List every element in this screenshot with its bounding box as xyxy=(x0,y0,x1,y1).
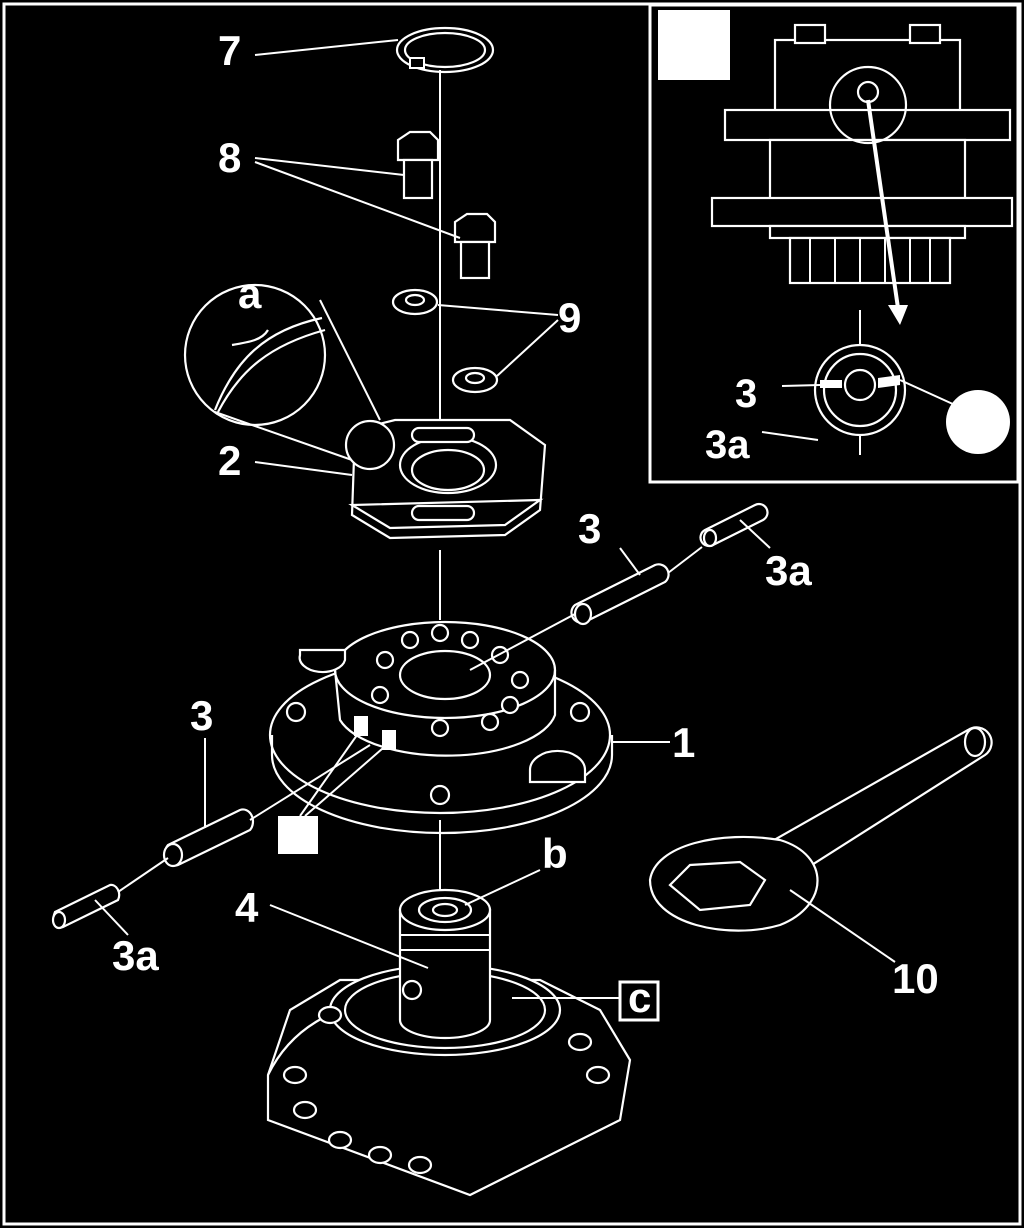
label-part-3a-left: 3a xyxy=(112,932,159,979)
label-inset-3: 3 xyxy=(735,372,757,416)
flange-holes xyxy=(285,623,591,806)
label-part-4: 4 xyxy=(235,884,259,931)
washer-lower xyxy=(451,366,499,394)
label-part-9: 9 xyxy=(558,294,581,341)
inset-pin-detail xyxy=(761,310,956,455)
inset-circle-marker xyxy=(946,390,1010,454)
detail-magnifier-a xyxy=(183,283,381,461)
inset-square-marker xyxy=(658,10,730,80)
pin-3a-right xyxy=(469,502,771,671)
label-part-8: 8 xyxy=(218,134,241,181)
label-part-1: 1 xyxy=(672,719,695,766)
snap-ring xyxy=(395,26,495,74)
bolt-lower xyxy=(453,212,497,280)
bolt-upper xyxy=(396,130,440,200)
label-part-7: 7 xyxy=(218,27,241,74)
inset-arrow xyxy=(866,99,908,325)
hex-nut-plate xyxy=(344,418,547,540)
label-part-3-right: 3 xyxy=(578,505,601,552)
housing-bolt-holes xyxy=(282,1005,611,1175)
pin-3a-left xyxy=(51,744,371,936)
label-part-3-left: 3 xyxy=(190,692,213,739)
label-detail-c: c xyxy=(628,974,651,1021)
label-detail-b: b xyxy=(542,830,568,877)
label-inset-3a: 3a xyxy=(705,423,750,467)
box-c xyxy=(618,980,660,1022)
pin-3-left xyxy=(162,738,255,868)
inset-panel xyxy=(648,3,1020,484)
label-part-2: 2 xyxy=(218,437,241,484)
label-part-3a-right: 3a xyxy=(765,547,812,594)
shaft-housing xyxy=(266,869,632,1197)
inset-motor-body xyxy=(710,23,1014,285)
square-marker-main xyxy=(278,727,391,854)
washer-upper xyxy=(391,288,439,316)
label-part-10: 10 xyxy=(892,955,939,1002)
wrench-tool xyxy=(648,726,993,963)
flange-ring xyxy=(268,620,670,835)
pin-3-right xyxy=(570,547,670,626)
label-detail-a: a xyxy=(238,270,262,317)
